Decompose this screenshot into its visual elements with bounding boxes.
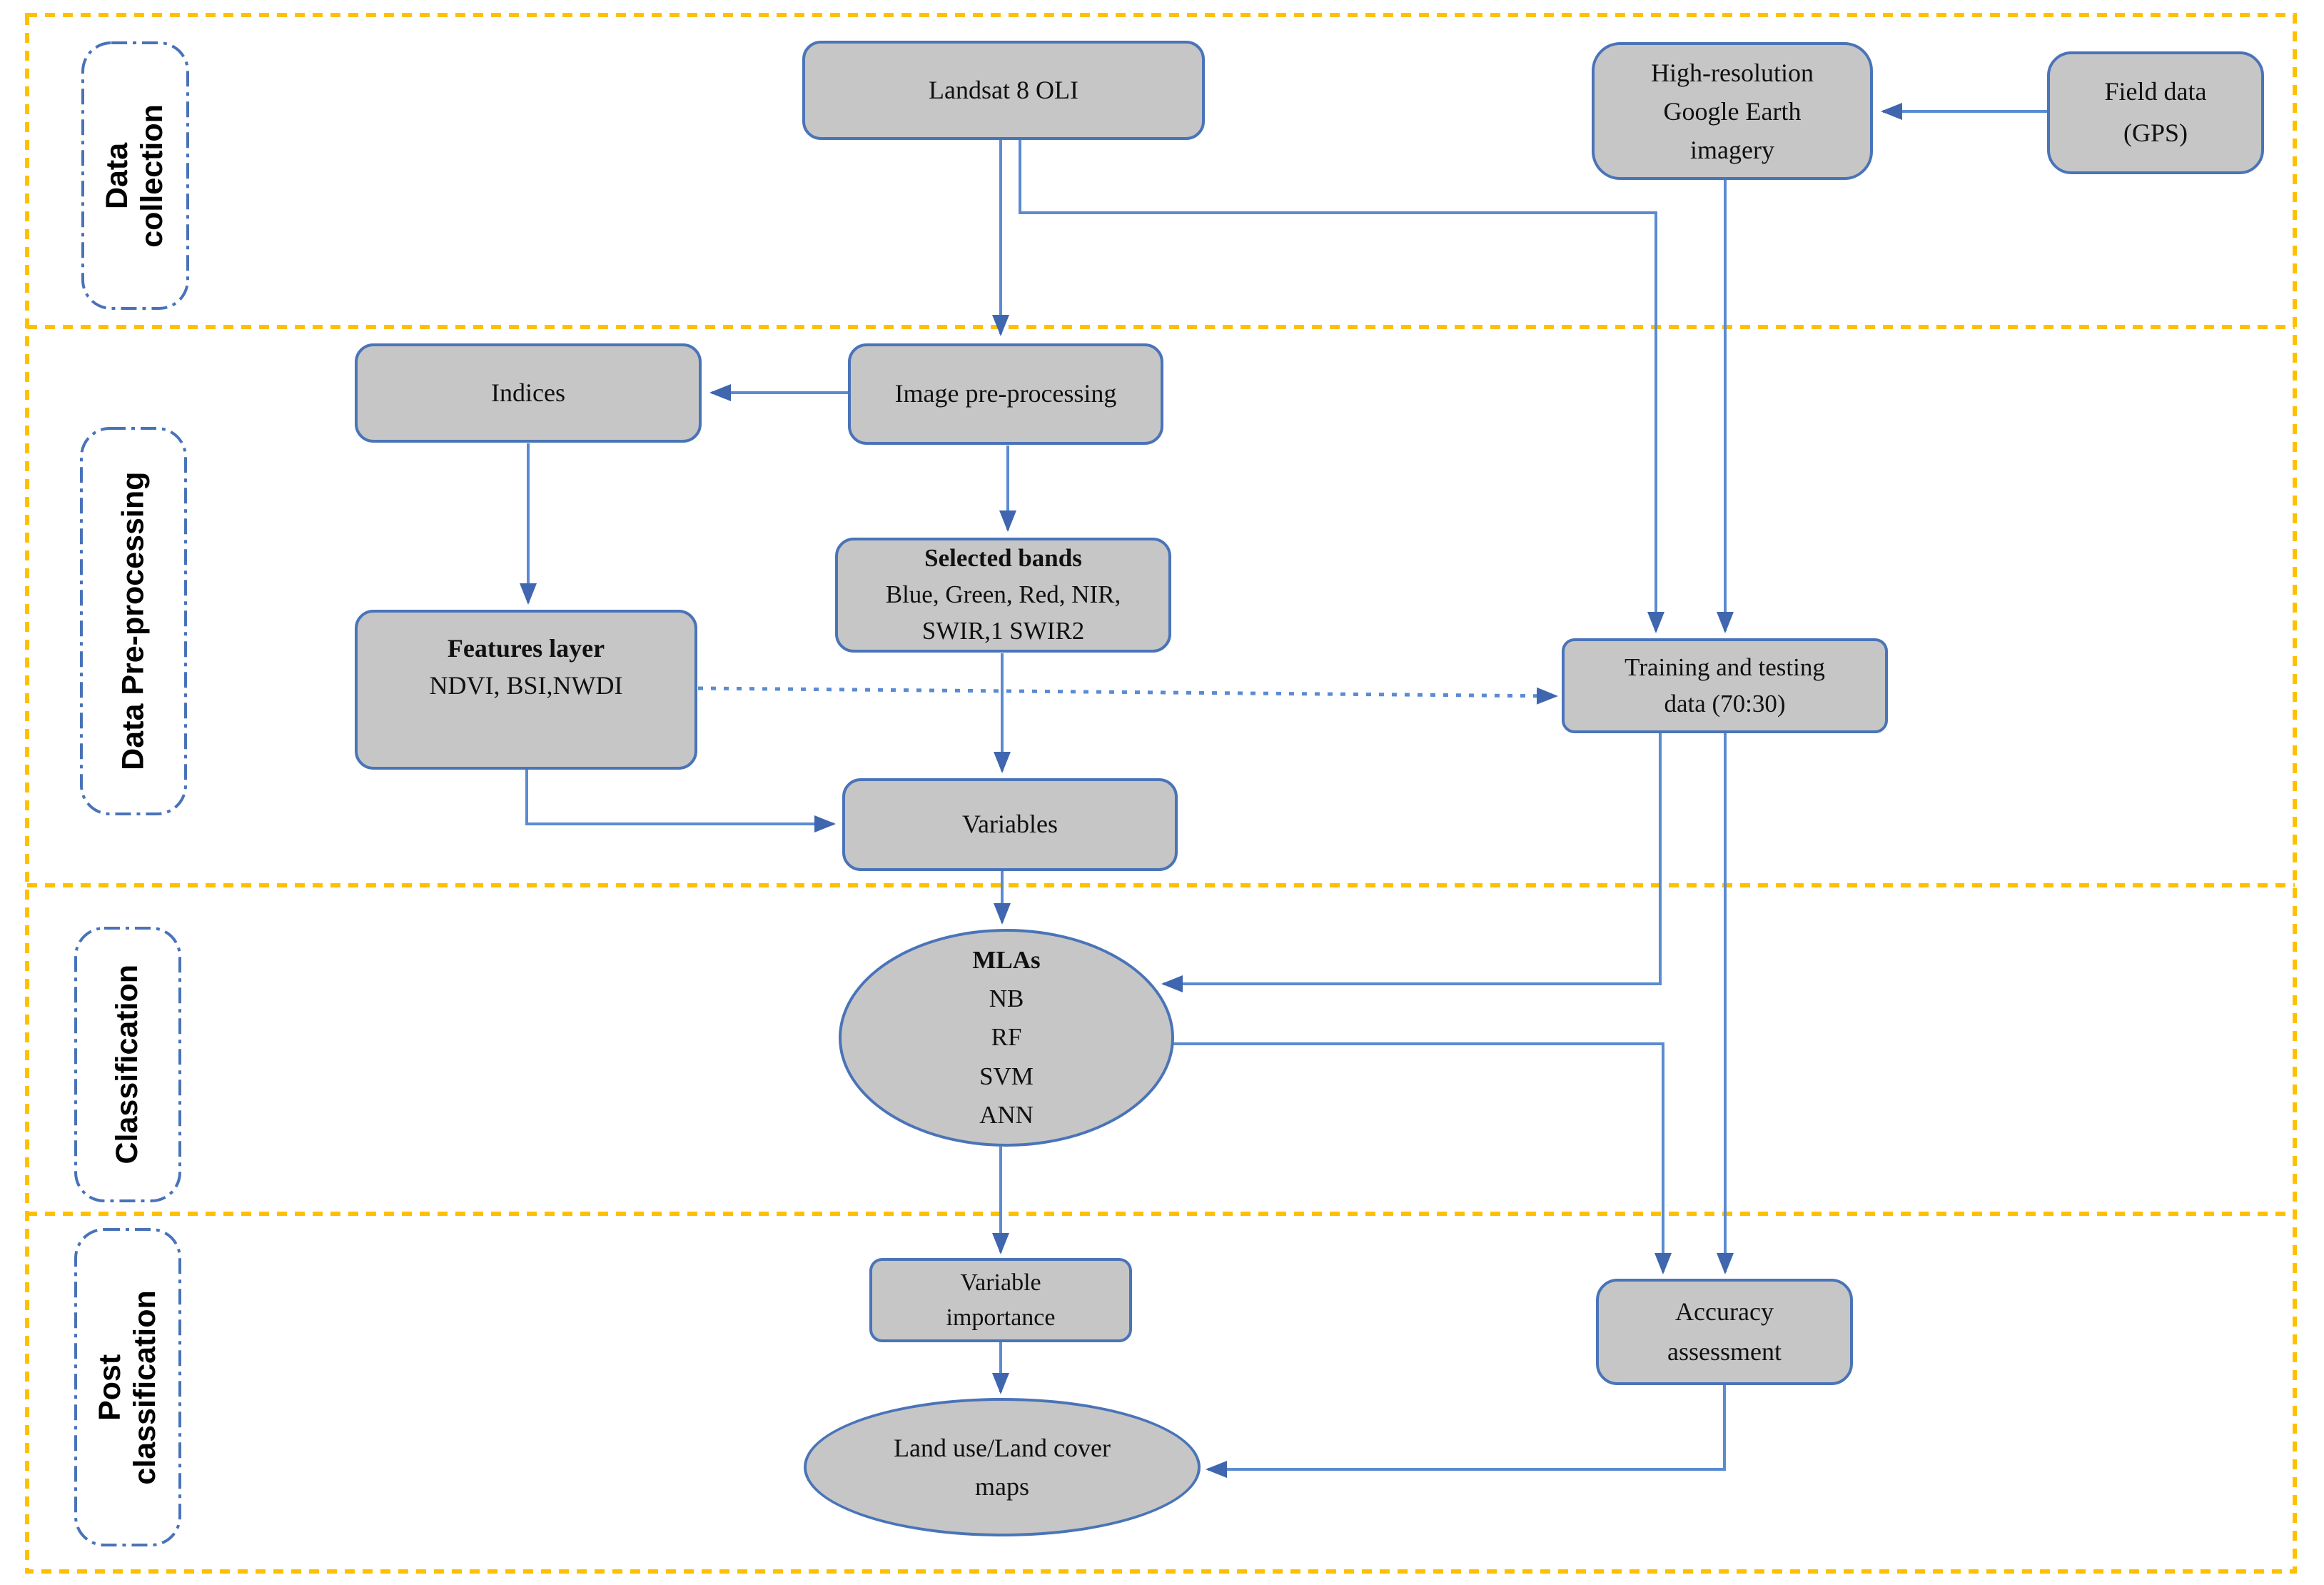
- lane-label-border-data-collection: [81, 41, 189, 310]
- node-variables: Variables: [842, 778, 1178, 871]
- outer-frame: [25, 13, 2297, 1574]
- arrow-accuracy-to-landuse: [1206, 1385, 1726, 1478]
- arrow-landsat-to-training: [1019, 140, 1664, 633]
- node-accuracy-assessment: Accuracy assessment: [1596, 1279, 1853, 1385]
- node-training-testing-data: Training and testing data (70:30): [1562, 638, 1888, 733]
- lane-label-border-classification: [74, 927, 181, 1202]
- node-selected-bands: Selected bands Blue, Green, Red, NIR, SW…: [835, 538, 1171, 653]
- node-field-data-gps: Field data (GPS): [2047, 51, 2264, 174]
- lane-label-border-data-preprocessing: [80, 427, 187, 815]
- node-mlas-ellipse: MLAs NB RF SVM ANN: [839, 929, 1174, 1147]
- node-google-earth-imagery: High-resolution Google Earth imagery: [1592, 42, 1873, 180]
- lane-label-data-preprocessing: Data Pre-processing: [116, 471, 151, 771]
- lane-label-border-post-classification: [74, 1228, 181, 1546]
- arrow-features-to-training-dotted: [697, 686, 1558, 705]
- node-image-pre-processing: Image pre-processing: [848, 343, 1163, 445]
- arrow-training-to-mlas: [1161, 733, 1662, 992]
- node-landsat-8-oli: Landsat 8 OLI: [802, 41, 1205, 140]
- node-indices: Indices: [355, 343, 702, 443]
- arrow-mlas-to-accuracy: [1172, 1042, 1672, 1274]
- node-features-layer: Features layer NDVI, BSI,NWDI: [355, 610, 697, 770]
- arrow-features-to-variables: [525, 770, 836, 832]
- node-landuse-landcover-maps: Land use/Land cover maps: [804, 1398, 1201, 1536]
- lane-label-classification: Classification: [110, 965, 145, 1164]
- node-variable-importance: Variable importance: [869, 1258, 1132, 1342]
